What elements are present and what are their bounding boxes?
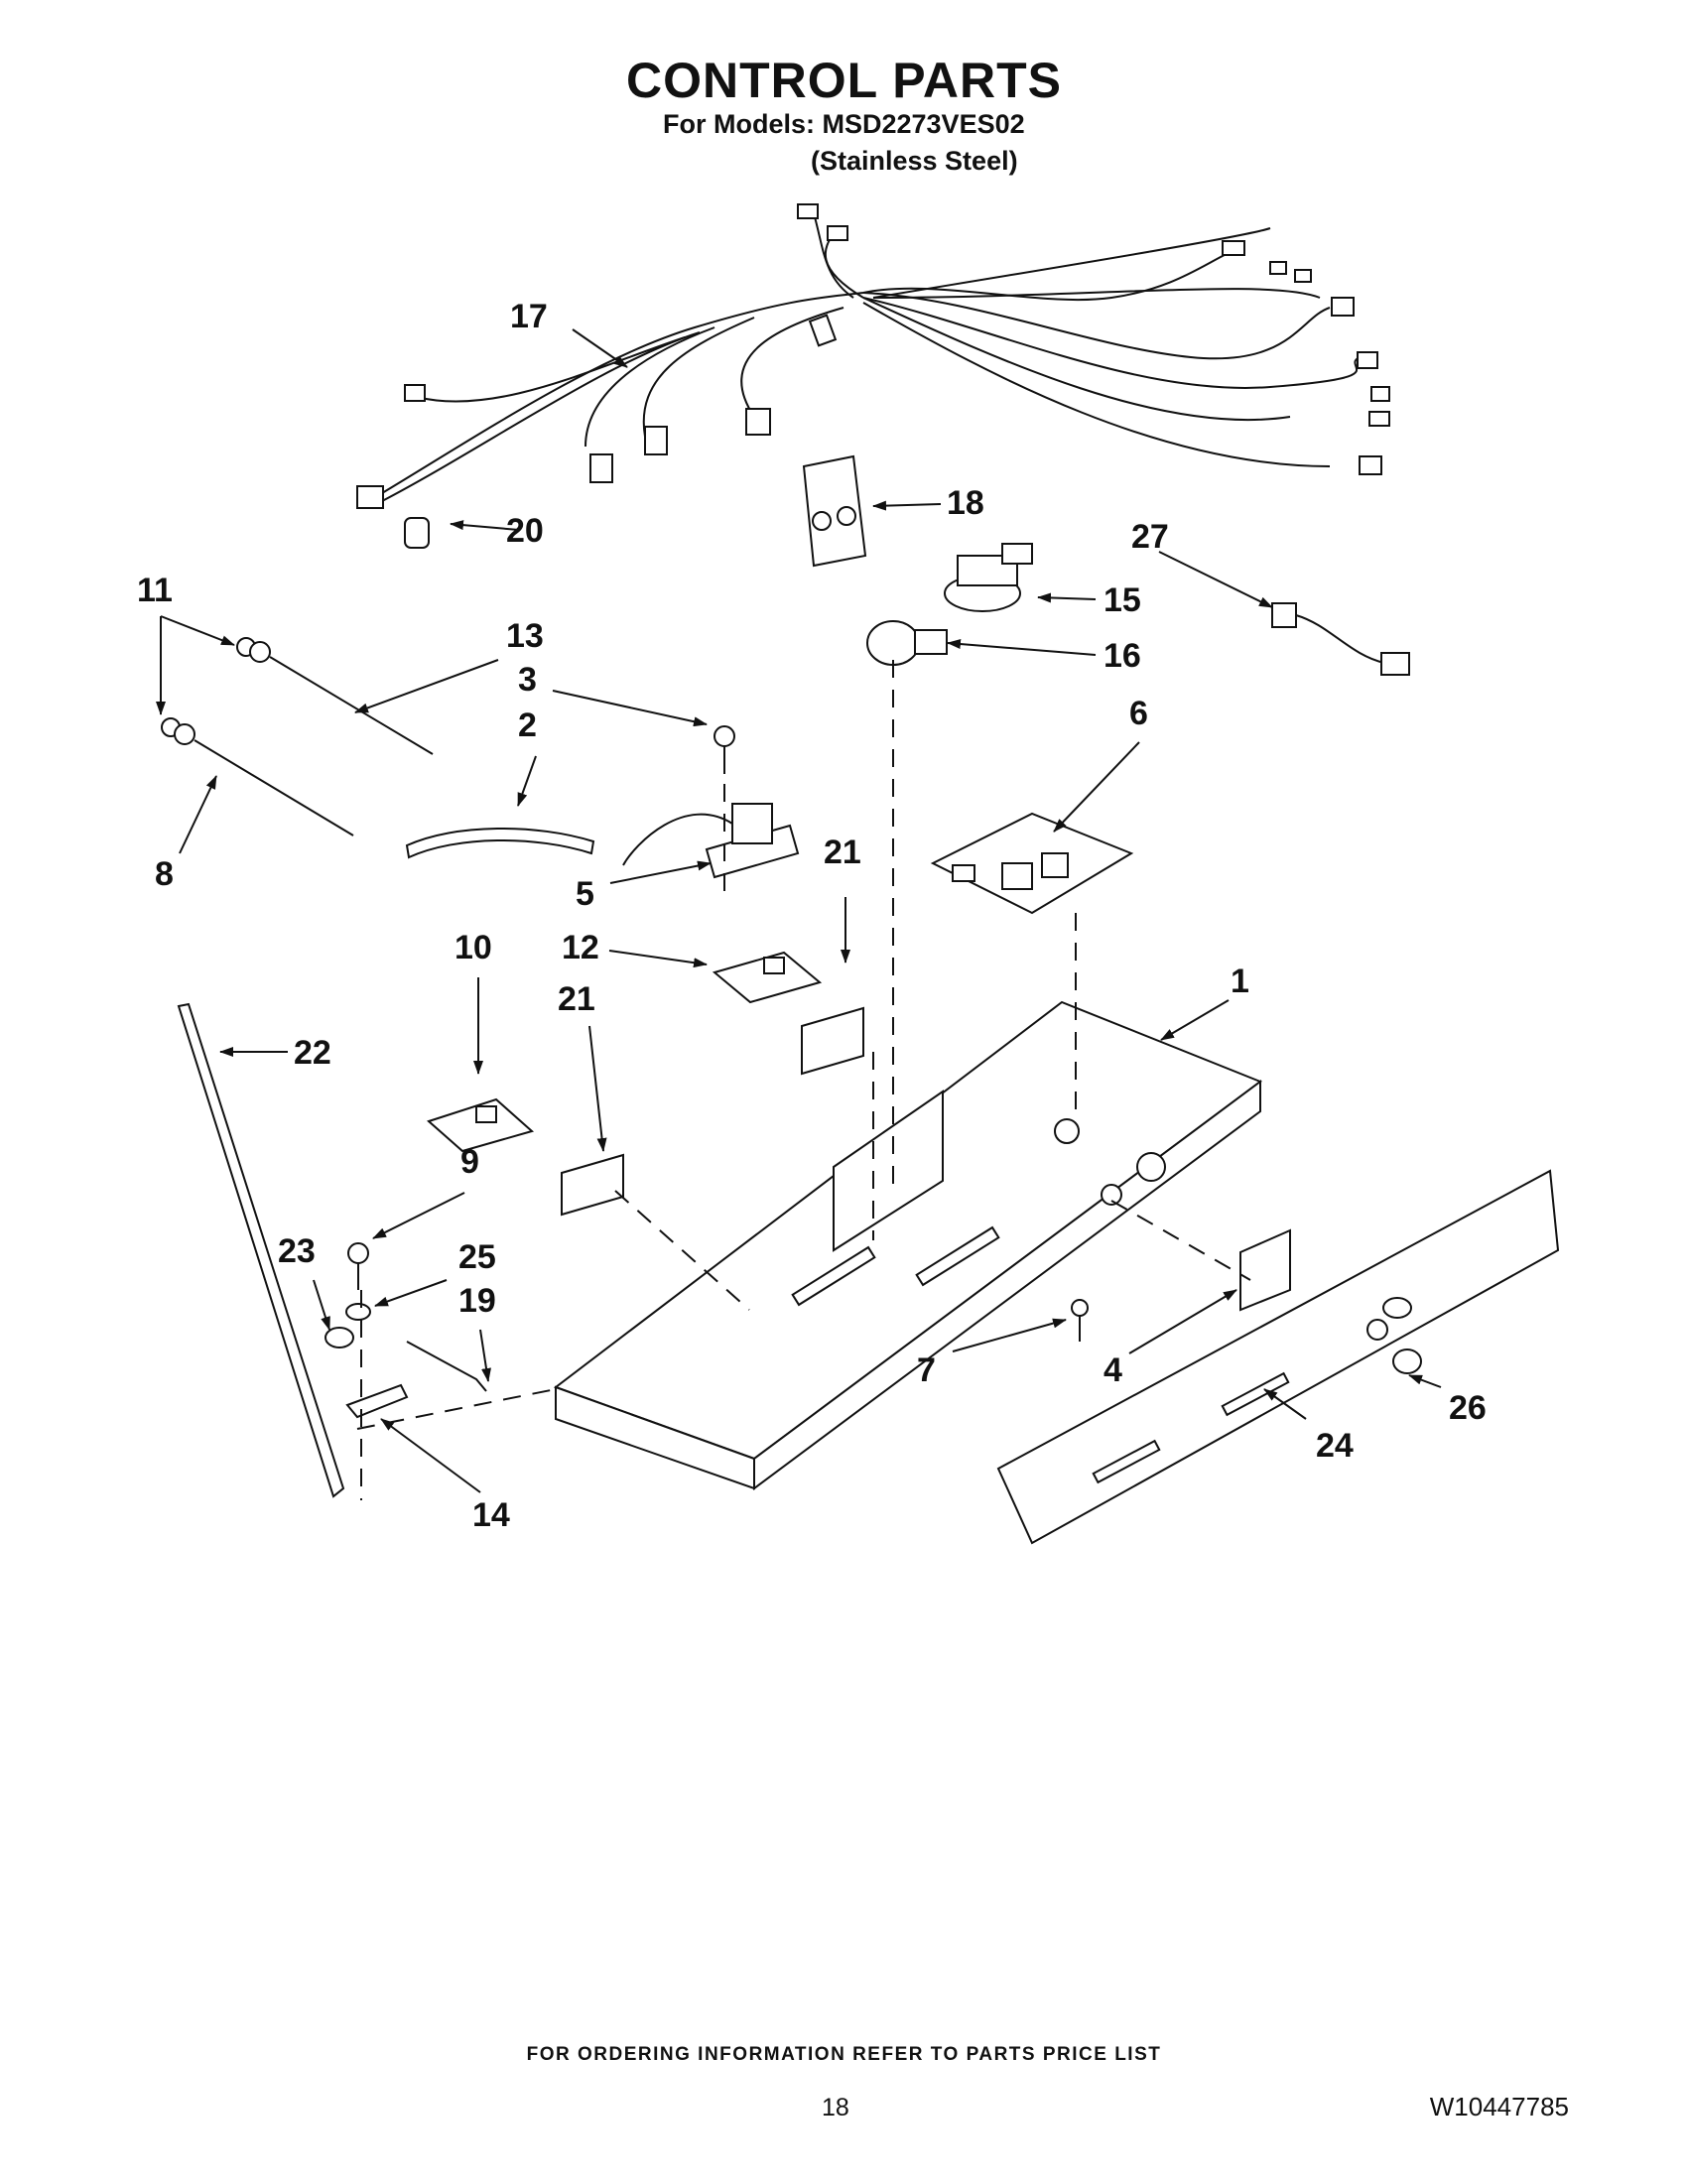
callout-20: 20 (506, 512, 544, 550)
callout-1: 1 (1231, 963, 1249, 1000)
callout-16: 16 (1104, 637, 1141, 675)
finish-line: (Stainless Steel) (811, 146, 1018, 176)
callout-22: 22 (294, 1034, 331, 1072)
callout-labels: 1 2 3 4 5 6 7 8 9 10 11 12 13 14 15 16 1… (137, 298, 1487, 1534)
callout-10: 10 (454, 929, 492, 966)
callout-24: 24 (1316, 1427, 1354, 1465)
callout-27: 27 (1131, 518, 1169, 556)
damper-bracket-10 (427, 1097, 535, 1153)
rod (177, 1002, 345, 1498)
page-number: 18 (822, 2094, 849, 2121)
push-button (1392, 1349, 1422, 1374)
wire-clip (404, 517, 430, 549)
labels-21 (561, 1006, 864, 1217)
callout-19: 19 (458, 1282, 496, 1320)
sensor-tubes (161, 637, 434, 836)
callout-11: 11 (137, 572, 173, 609)
callout-17: 17 (510, 298, 548, 335)
hose (405, 828, 595, 859)
document-number: W10447785 (1429, 2092, 1569, 2121)
light-bulb (866, 620, 948, 666)
models-line: For Models: MSD2273VES02 (663, 109, 1025, 139)
callout-13: 13 (506, 617, 544, 655)
callout-12: 12 (562, 929, 599, 966)
callout-3: 3 (518, 661, 537, 699)
callout-7: 7 (917, 1351, 936, 1389)
callout-9: 9 (460, 1143, 479, 1181)
harness-connectors (356, 203, 1390, 509)
callout-2: 2 (518, 707, 537, 744)
callout-8: 8 (155, 855, 174, 893)
callout-18: 18 (947, 484, 984, 522)
callout-25: 25 (458, 1238, 496, 1276)
page-title: CONTROL PARTS (626, 53, 1062, 108)
callout-21b: 21 (824, 834, 861, 871)
callout-15: 15 (1104, 581, 1141, 619)
wire-harness (376, 212, 1361, 502)
cord-connector (1271, 602, 1410, 676)
ordering-note: FOR ORDERING INFORMATION REFER TO PARTS … (526, 2044, 1162, 2065)
thermostat (622, 803, 800, 879)
callout-21a: 21 (558, 980, 595, 1018)
control-knob (1239, 1228, 1291, 1312)
callout-4: 4 (1104, 1351, 1122, 1389)
trim-panel (996, 1169, 1560, 1545)
callout-14: 14 (472, 1496, 510, 1534)
screw (714, 725, 735, 774)
damper-bracket-12 (712, 951, 823, 1004)
callout-26: 26 (1449, 1389, 1487, 1427)
callout-5: 5 (576, 875, 594, 913)
callout-6: 6 (1129, 695, 1148, 732)
assembly-lines (356, 660, 1251, 1500)
control-board (930, 812, 1134, 915)
gasket-plate (802, 454, 867, 568)
control-housing (553, 1000, 1263, 1490)
callout-23: 23 (278, 1232, 316, 1270)
callout-leaders (156, 328, 1442, 1493)
light-socket (944, 543, 1033, 612)
